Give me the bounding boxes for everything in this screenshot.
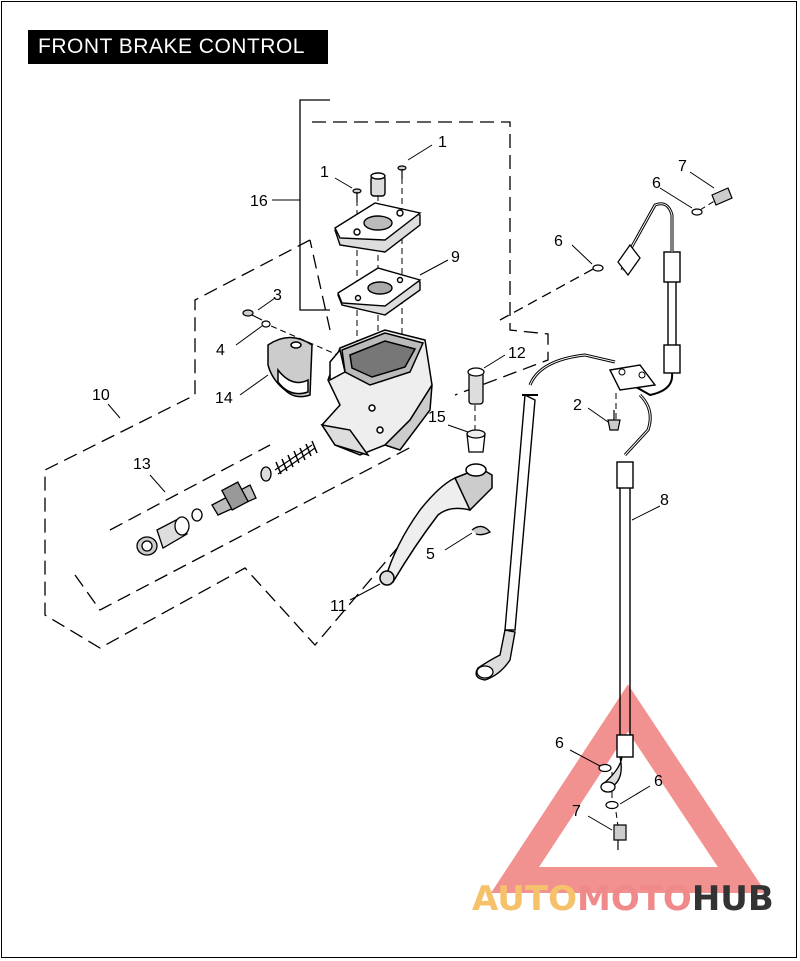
callout-11: 11: [330, 598, 347, 615]
callout-9: 9: [451, 249, 460, 266]
callout-13: 13: [133, 456, 151, 473]
callout-6a: 6: [652, 175, 661, 192]
group-outlines: [44, 99, 596, 649]
banjo-bolts-washers: [592, 187, 733, 850]
callout-16: 16: [250, 193, 268, 210]
callout-7b: 7: [572, 803, 581, 820]
pivot-pin: [467, 367, 485, 405]
brake-line-left: [475, 353, 616, 681]
brake-lever: [379, 463, 493, 586]
watermark-logo: [490, 684, 767, 893]
page-title: FRONT BRAKE CONTROL: [28, 30, 328, 64]
callout-15: 15: [428, 409, 446, 426]
handlebar-clamp: [267, 336, 313, 398]
piston-assembly: [136, 440, 318, 556]
callouts: 1 1 16 9 3 4 14 10 13 12 15 5 11 2 8 7 6…: [92, 134, 687, 820]
watermark-auto: AUTO: [472, 879, 577, 919]
watermark-moto: MOTO: [577, 879, 692, 919]
page-title-text: FRONT BRAKE CONTROL: [38, 35, 305, 58]
leader-lines: [107, 144, 715, 831]
callout-5: 5: [426, 546, 435, 563]
callout-6b: 6: [554, 233, 563, 250]
pivot-bushing: [466, 429, 486, 453]
callout-1b: 1: [438, 134, 447, 151]
retaining-clip: [471, 525, 492, 536]
reservoir-gasket: [337, 267, 422, 316]
cover-screws: [352, 165, 407, 202]
callout-14: 14: [215, 390, 233, 407]
sight-glass: [370, 172, 386, 197]
callout-4: 4: [216, 342, 225, 359]
callout-8: 8: [660, 492, 669, 509]
master-cylinder-body: [320, 329, 433, 457]
callout-2: 2: [573, 397, 582, 414]
callout-6d: 6: [654, 773, 663, 790]
watermark-text: AUTOMOTOHUB: [472, 879, 774, 919]
brake-line-right: [600, 202, 681, 793]
callout-12: 12: [508, 345, 526, 362]
callout-10: 10: [92, 387, 110, 404]
clamp-screw: [242, 309, 271, 328]
callout-7a: 7: [678, 158, 687, 175]
callout-3: 3: [273, 287, 282, 304]
svg-text:AUTOMOTOHUB: AUTOMOTOHUB: [472, 879, 774, 919]
reservoir-cover: [334, 202, 422, 253]
watermark-hub: HUB: [692, 879, 774, 919]
callout-6c: 6: [555, 735, 564, 752]
callout-1a: 1: [320, 164, 329, 181]
